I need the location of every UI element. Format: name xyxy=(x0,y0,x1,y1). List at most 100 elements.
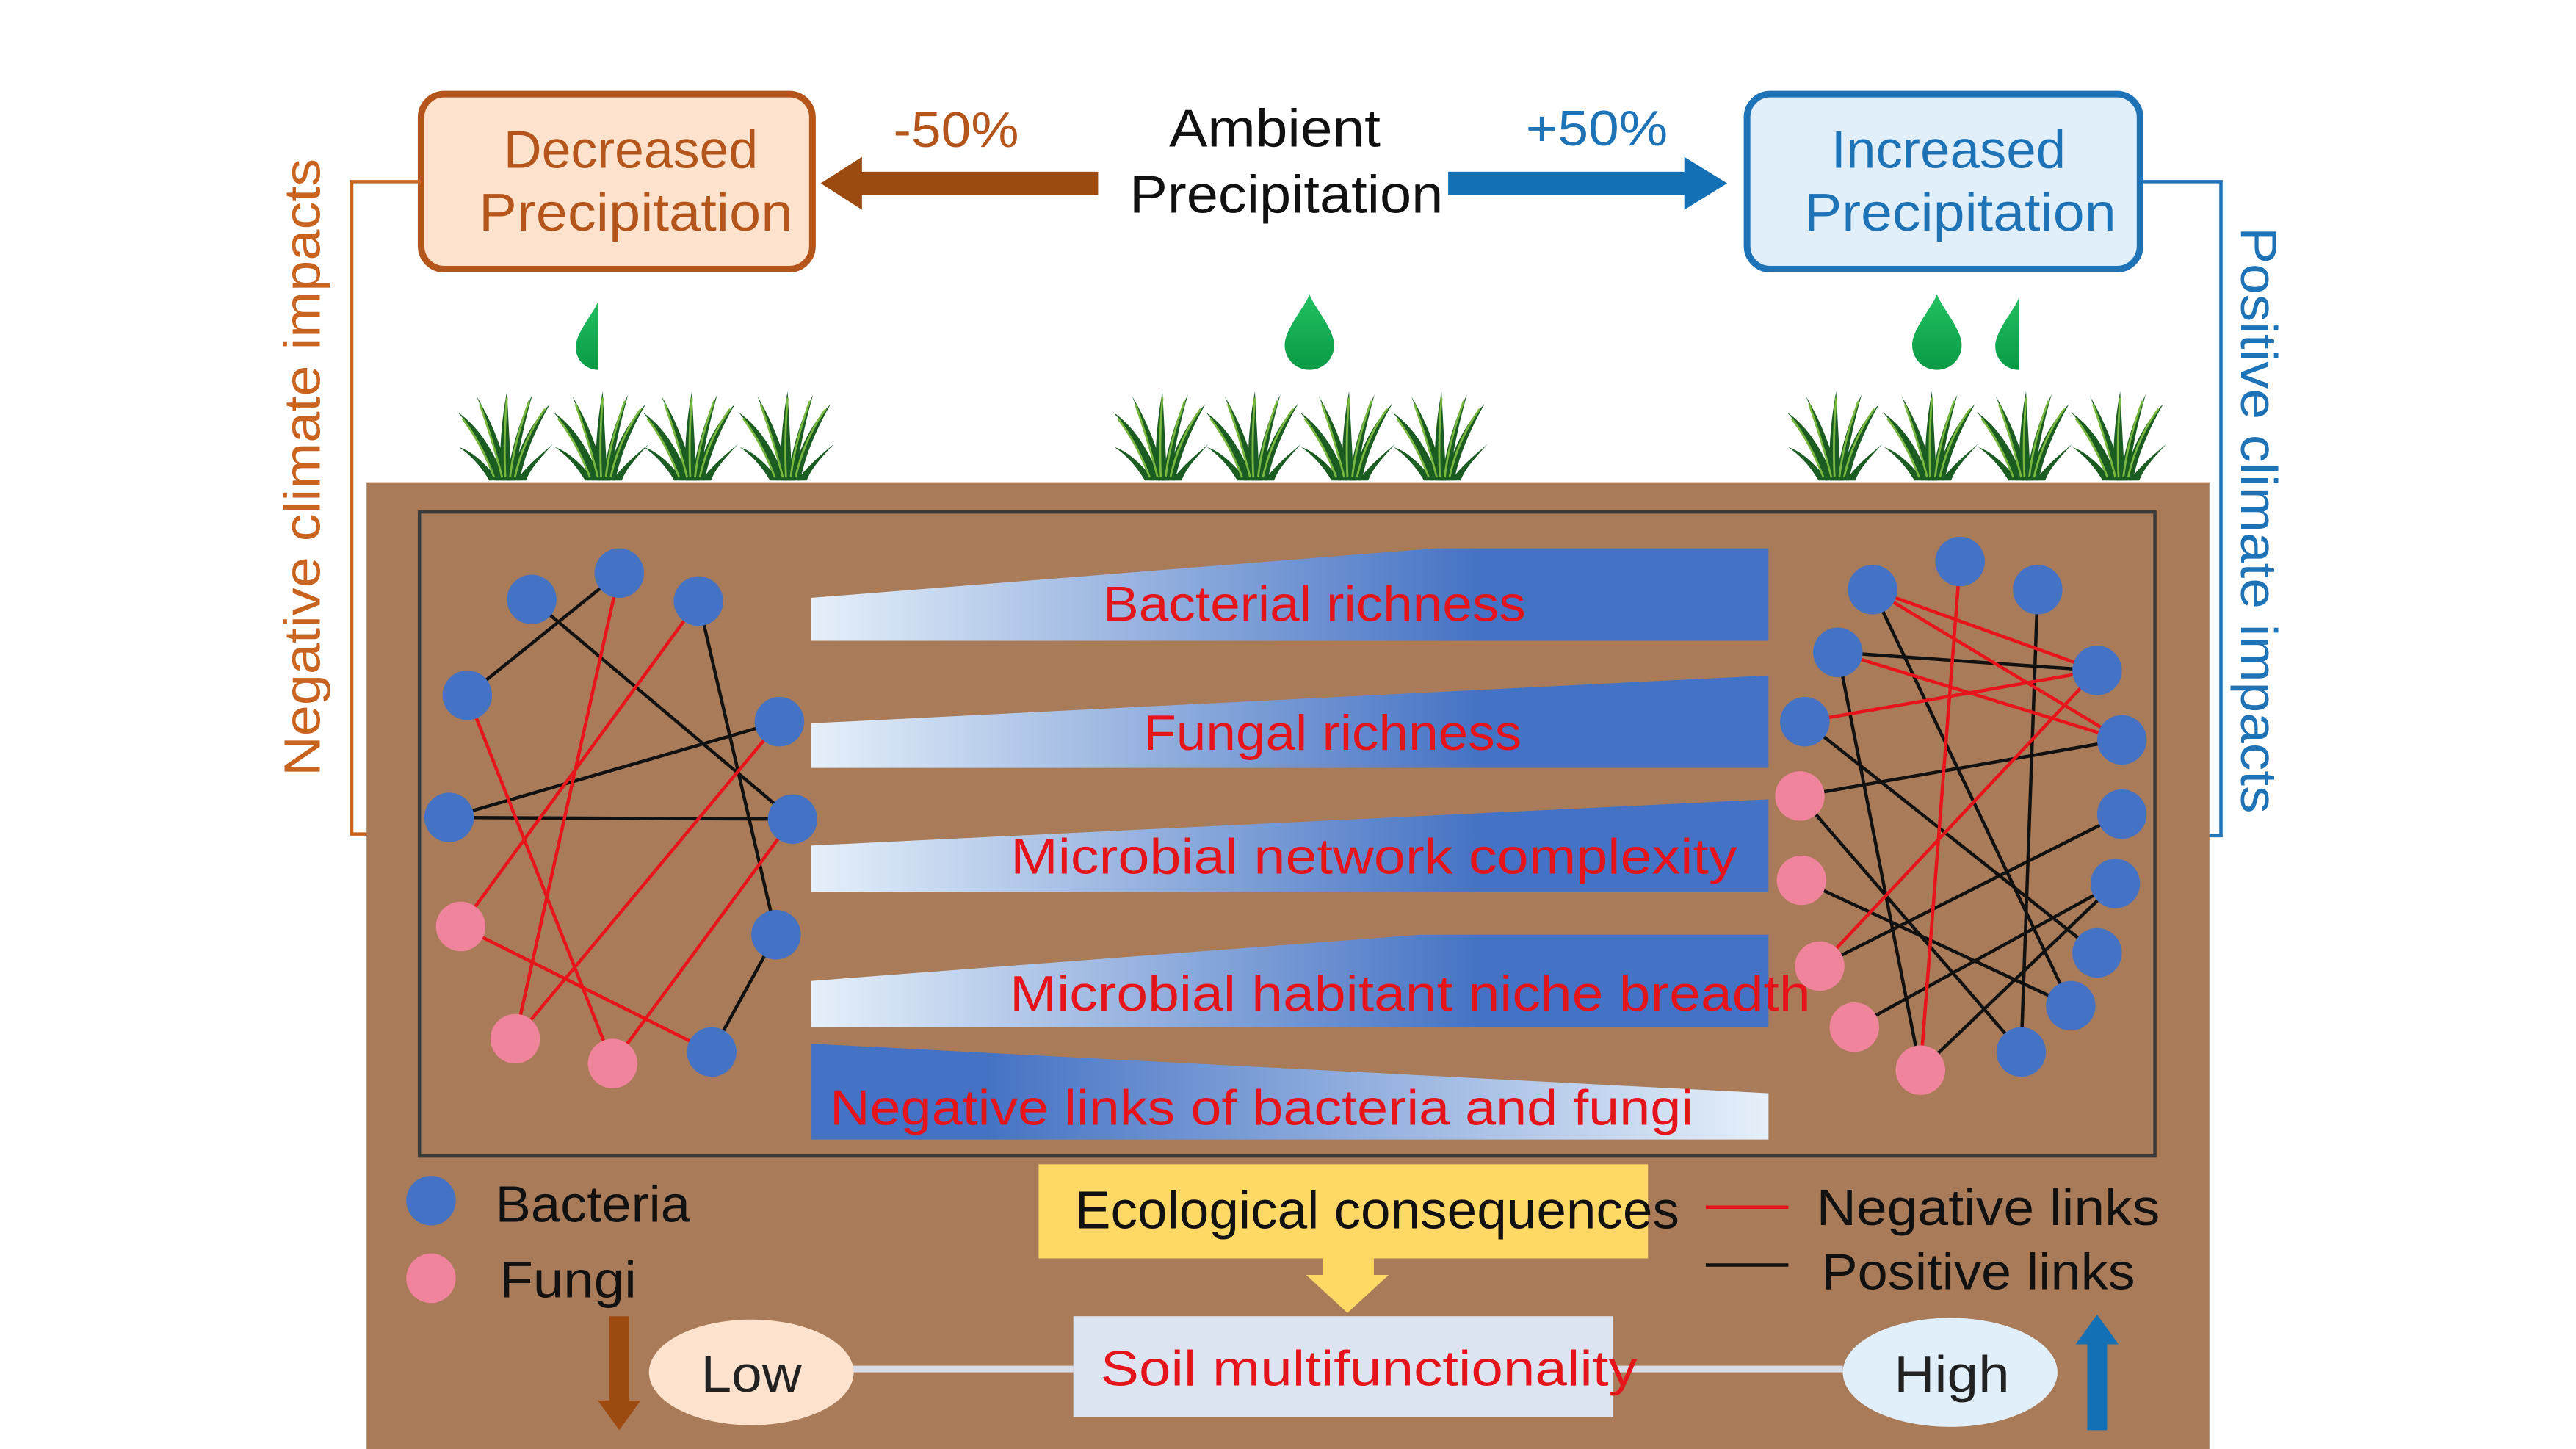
grass-icon xyxy=(738,391,834,481)
legend: Bacteria Fungi Negative links Positive l… xyxy=(406,1175,2160,1309)
positive-climate-impacts-label: Positive climate impacts xyxy=(2230,227,2287,813)
droplet-icon xyxy=(576,300,598,370)
trend-wedge xyxy=(811,934,1769,1027)
decreased-precipitation-label: Precipitation xyxy=(479,184,792,242)
negative-link xyxy=(1818,669,2099,968)
bacteria-node xyxy=(1780,696,1830,747)
decreased-label: Decreased xyxy=(504,121,758,180)
fungi-node xyxy=(490,1013,540,1064)
soil-multifunctionality-label: Soil multifunctionality xyxy=(1101,1342,1638,1397)
bacteria-node xyxy=(1935,536,1985,587)
trend-wedge xyxy=(811,1044,1769,1140)
decreased-precipitation-box: Decreased Precipitation xyxy=(417,90,816,273)
trend-label: Microbial network complexity xyxy=(1010,830,1737,885)
trend-label: Microbial habitant niche breadth xyxy=(1010,966,1811,1022)
trend-wedge xyxy=(811,548,1769,641)
trend-fungal-richness: Fungal richness xyxy=(811,675,1769,768)
bacteria-node xyxy=(751,910,801,960)
bacteria-node xyxy=(594,548,645,599)
soil-multifunctionality-box xyxy=(1073,1316,1613,1417)
trend-wedge xyxy=(811,799,1769,892)
arrow-up-icon xyxy=(2075,1314,2119,1431)
arrow-right-icon xyxy=(1448,156,1728,210)
bacteria-node xyxy=(1996,1027,2047,1077)
positive-link xyxy=(1819,812,2123,968)
positive-link xyxy=(1798,795,2023,1053)
negative-link xyxy=(459,600,701,928)
grass-icon xyxy=(553,391,649,481)
fungi-node xyxy=(1829,1002,1880,1052)
fungi-node xyxy=(587,1038,638,1088)
fungi-legend-label: Fungi xyxy=(499,1251,637,1309)
network-decreased-precipitation xyxy=(424,548,818,1088)
bacteria-node xyxy=(2013,565,2063,615)
negative-link xyxy=(466,694,615,1064)
negative-climate-impacts-label: Negative climate impacts xyxy=(274,159,331,776)
increased-label: Increased xyxy=(1831,121,2066,180)
trend-label: Bacterial richness xyxy=(1103,577,1526,632)
positive-link xyxy=(1836,651,1922,1071)
bacteria-node xyxy=(2096,715,2147,765)
positive-link xyxy=(1919,882,2117,1072)
droplet-icon xyxy=(1995,297,2019,370)
fungi-legend-marker xyxy=(406,1253,456,1304)
trend-bacterial-richness: Bacterial richness xyxy=(811,548,1769,641)
decrease-change-label: -50% xyxy=(894,103,1019,158)
bacteria-node xyxy=(1813,627,1863,677)
bacteria-node xyxy=(2072,928,2122,978)
negative-link xyxy=(1872,588,2098,673)
consequences-heading: Ecological consequences xyxy=(1075,1181,1679,1240)
bacteria-node xyxy=(754,696,805,747)
positive-link xyxy=(1801,878,2072,1008)
negative-link xyxy=(611,818,795,1065)
fungi-node xyxy=(1795,941,1845,991)
increased-precipitation-label: Precipitation xyxy=(1804,184,2116,242)
negative-links-legend-label: Negative links xyxy=(1817,1179,2160,1236)
bacteria-node xyxy=(424,792,474,842)
ambient-precipitation: Ambient Precipitation xyxy=(1129,99,1443,224)
arrow-down-icon xyxy=(598,1316,641,1431)
positive-link xyxy=(697,601,778,936)
increase-change-label: +50% xyxy=(1526,101,1668,156)
fungi-node xyxy=(435,901,486,952)
grass-icon xyxy=(1392,391,1488,481)
grass-icon xyxy=(1976,391,2073,481)
positive-link xyxy=(1799,738,2122,798)
positive-link xyxy=(466,571,621,697)
negative-link xyxy=(513,720,781,1040)
bacteria-legend-label: Bacteria xyxy=(496,1175,691,1232)
bacteria-node xyxy=(673,576,723,626)
grass-icon xyxy=(1112,391,1209,481)
increased-precipitation-box: Increased Precipitation xyxy=(1743,90,2143,273)
arrow-down-icon xyxy=(1306,1258,1389,1313)
droplet-icon xyxy=(1912,294,1962,370)
fungi-node xyxy=(1775,771,1825,821)
trend-label: Negative links of bacteria and fungi xyxy=(830,1080,1693,1135)
droplet-icon xyxy=(1284,294,1334,370)
grass-icon xyxy=(2070,391,2167,481)
bacteria-node xyxy=(2046,980,2096,1031)
arrow-left-icon xyxy=(820,156,1099,210)
positive-links-legend-label: Positive links xyxy=(1821,1243,2135,1300)
ambient-precipitation-label: Precipitation xyxy=(1129,165,1443,224)
negative-link xyxy=(460,925,713,1054)
positive-link xyxy=(1837,650,2098,673)
bacteria-node xyxy=(507,574,557,625)
positive-link xyxy=(449,815,793,821)
precipitation-scenarios: Decreased Precipitation -50% Ambient Pre… xyxy=(417,90,2143,273)
negative-climate-impacts: Negative climate impacts xyxy=(274,159,422,842)
bacteria-node xyxy=(767,794,818,845)
ambient-label: Ambient xyxy=(1169,99,1381,158)
network-increased-precipitation xyxy=(1775,536,2147,1095)
grass-icon xyxy=(1787,391,1883,481)
negative-link xyxy=(1837,651,2123,742)
low-label: Low xyxy=(701,1345,803,1403)
low-badge xyxy=(648,1319,854,1425)
bacteria-node xyxy=(442,670,493,720)
negative-link xyxy=(1919,561,1962,1071)
positive-link xyxy=(2019,589,2040,1052)
grass-row xyxy=(457,391,2167,481)
positive-link xyxy=(1803,720,2099,955)
high-label: High xyxy=(1894,1345,2009,1403)
